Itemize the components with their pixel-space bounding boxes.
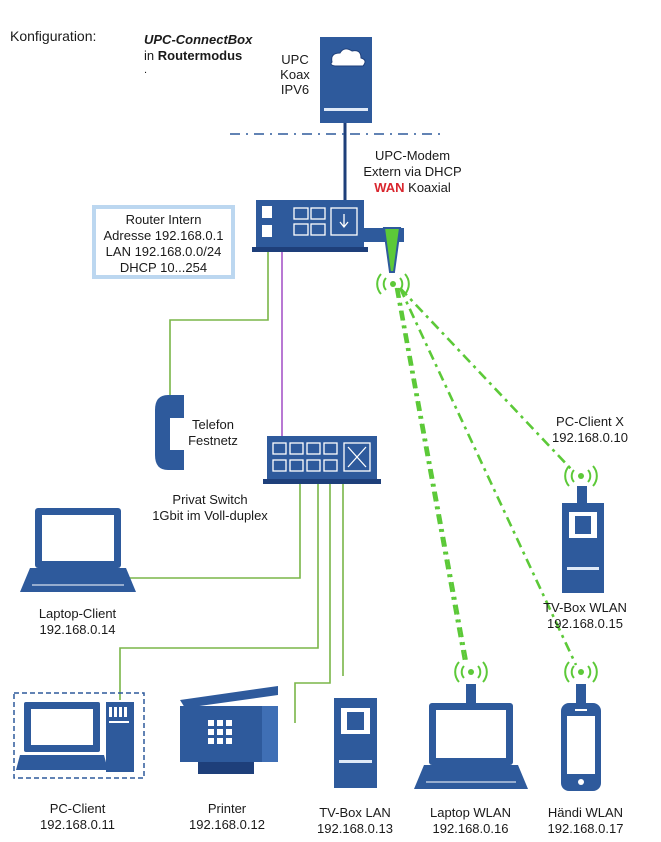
telefon-label: Telefon Festnetz xyxy=(178,417,248,449)
modem-label: UPC-Modem Extern via DHCP WAN Koaxial xyxy=(350,148,475,196)
pc-client-label: PC-Client 192.168.0.11 xyxy=(20,801,135,833)
tv-box-lan-icon xyxy=(334,698,377,788)
wifi-link-laptop-wlan xyxy=(396,287,469,663)
wired-connections xyxy=(119,248,344,723)
device-ip: 192.168.0.11 xyxy=(40,817,115,832)
tv-box-wlan-icon xyxy=(562,486,604,593)
cloud-icon xyxy=(330,48,366,67)
printer-icon xyxy=(180,686,278,774)
device-name: PC-Client xyxy=(49,801,106,816)
switch-to-pc-client-line xyxy=(119,483,319,700)
switch-label: Privat Switch 1Gbit im Voll-duplex xyxy=(130,492,290,524)
modem-label-line: UPC-Modem xyxy=(374,148,451,163)
mode-prefix: in xyxy=(144,48,155,63)
telefon-label-line: Telefon xyxy=(192,417,234,432)
device-name: Händi WLAN xyxy=(547,805,624,820)
device-ip: 192.168.0.10 xyxy=(552,430,628,445)
koaxial-label: Koaxial xyxy=(408,180,451,195)
switch-to-printer-line xyxy=(294,483,331,723)
printer-label: Printer 192.168.0.12 xyxy=(172,801,282,833)
device-name: TV-Box LAN xyxy=(319,805,391,820)
upc-label-line: UPC xyxy=(281,52,309,67)
telefon-label-line: Festnetz xyxy=(188,433,238,448)
pc-client-icon xyxy=(16,702,134,772)
device-ip: 192.168.0.17 xyxy=(547,821,624,836)
upc-label: UPC Koax IPV6 xyxy=(270,52,320,97)
laptop-wlan-icon xyxy=(414,684,528,789)
device-title: UPC-ConnectBox xyxy=(144,32,253,47)
tv-box-lan-label: TV-Box LAN 192.168.0.13 xyxy=(300,805,410,837)
router-device xyxy=(252,200,404,273)
router-info-line: DHCP 10...254 xyxy=(119,260,208,275)
router-info-line: Router Intern xyxy=(125,212,202,227)
router-to-telefon-line xyxy=(169,248,269,395)
switch-to-laptop-client-line xyxy=(120,483,301,579)
upc-server xyxy=(320,37,372,123)
switch-label-line: 1Gbit im Voll-duplex xyxy=(152,508,268,523)
smartphone-icon xyxy=(561,684,601,791)
router-info-line: LAN 192.168.0.0/24 xyxy=(105,244,222,259)
wifi-signal-icon xyxy=(454,661,488,683)
device-ip: 192.168.0.13 xyxy=(317,821,393,836)
haendi-wlan-label: Händi WLAN 192.168.0.17 xyxy=(528,805,643,837)
wifi-link-gateway xyxy=(394,287,466,661)
mode-name: Routermodus xyxy=(157,48,243,63)
pc-client-group xyxy=(13,692,145,779)
tv-box-wlan-label: TV-Box WLAN 192.168.0.15 xyxy=(530,600,640,632)
laptop-client-icon xyxy=(20,508,136,592)
device-name: PC-Client X xyxy=(556,414,624,429)
upc-label-line: Koax xyxy=(280,67,310,82)
device-ip: 192.168.0.15 xyxy=(547,616,623,631)
upc-label-line: IPV6 xyxy=(280,82,310,97)
switch-label-line: Privat Switch xyxy=(172,492,248,507)
wifi-access-point xyxy=(382,227,402,273)
laptop-client-label: Laptop-Client 192.168.0.14 xyxy=(20,606,135,638)
wifi-link-tv-box-wlan xyxy=(398,287,578,666)
wifi-signal-icon xyxy=(564,661,598,683)
wifi-link-pc-client-x xyxy=(399,287,573,471)
device-name: Laptop WLAN xyxy=(430,805,511,820)
telefon-icon xyxy=(155,395,184,470)
router-info-box: Router Intern Adresse 192.168.0.1 LAN 19… xyxy=(92,205,235,279)
device-name: TV-Box WLAN xyxy=(543,600,627,615)
wireless-links xyxy=(394,287,578,666)
wan-label: WAN xyxy=(374,180,405,195)
modem-label-line: WAN Koaxial xyxy=(350,180,475,196)
configuration-label: Konfiguration: xyxy=(10,28,97,44)
device-ip: 192.168.0.12 xyxy=(189,817,265,832)
wifi-signal-icon xyxy=(376,273,410,295)
device-name: Printer xyxy=(207,801,247,816)
mode-dot: . xyxy=(144,64,148,76)
device-ip: 192.168.0.16 xyxy=(432,821,509,836)
router-info-line: Adresse 192.168.0.1 xyxy=(103,228,224,243)
pc-client-x-label: PC-Client X 192.168.0.10 xyxy=(535,414,645,446)
device-ip: 192.168.0.14 xyxy=(39,622,116,637)
device-name: Laptop-Client xyxy=(38,606,117,621)
wifi-signal-icon xyxy=(564,465,598,487)
laptop-wlan-label: Laptop WLAN 192.168.0.16 xyxy=(413,805,528,837)
switch-device xyxy=(263,436,381,484)
modem-label-line: Extern via DHCP xyxy=(363,164,462,179)
mode-line: in Routermodus xyxy=(144,48,242,64)
